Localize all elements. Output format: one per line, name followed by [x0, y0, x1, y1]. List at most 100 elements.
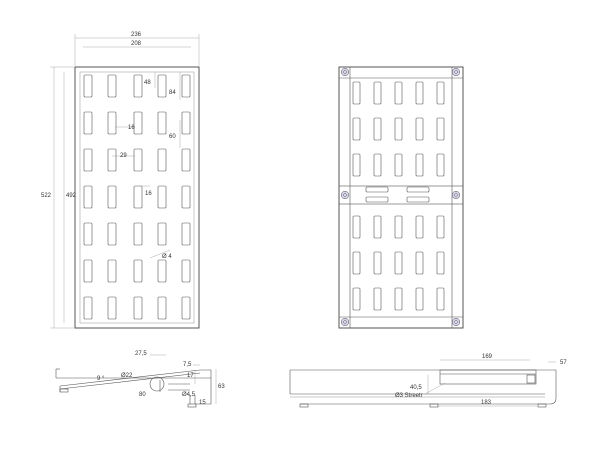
bottom-slot [373, 251, 382, 275]
bottom-slot [394, 251, 403, 275]
front-slot [133, 259, 143, 283]
bottom-slot [415, 251, 424, 275]
label-tube-dia: Ø22 [121, 373, 133, 379]
bottom-slot [436, 117, 445, 141]
bottom-slot [394, 81, 403, 105]
bottom-slot [373, 153, 382, 177]
screw-center [454, 70, 458, 74]
front-slot [107, 148, 117, 172]
label-offset: 57 [560, 360, 567, 366]
label-screw-dia: Ø4,5 [182, 392, 196, 398]
dim-hole-leader [149, 249, 171, 259]
front-slot [107, 222, 117, 246]
bottom-slot [415, 215, 424, 239]
front-slot [157, 148, 167, 172]
label-slot-width: 16 [128, 125, 135, 131]
side-sloped-plate-under [59, 372, 201, 390]
front-slot [133, 74, 143, 98]
front-slot [157, 296, 167, 320]
screw-center [454, 320, 458, 324]
bottom-slot [415, 153, 424, 177]
bottom-slot [352, 215, 361, 239]
bottom-slot [415, 117, 424, 141]
bottom-slot [352, 117, 361, 141]
label-screw: Ø3 Streetr [395, 393, 423, 399]
label-inner-height: 492 [66, 193, 77, 199]
end-foot-left [299, 403, 309, 408]
front-slot [83, 74, 93, 98]
front-slot [157, 74, 167, 98]
bottom-view [338, 66, 464, 329]
bottom-slot [394, 117, 403, 141]
bottom-slot-grid [352, 81, 445, 311]
front-slot [107, 74, 117, 98]
front-slot [133, 148, 143, 172]
front-slot [157, 185, 167, 209]
front-outer-frame [74, 66, 200, 329]
label-offset-small: 7,5 [183, 362, 192, 368]
bottom-screws [340, 67, 461, 327]
front-slot [83, 296, 93, 320]
label-dim-17: 17 [187, 373, 194, 379]
front-inner-frame [79, 71, 195, 324]
bottom-slot [436, 251, 445, 275]
bottom-cross-brace [338, 185, 464, 205]
front-slot [133, 111, 143, 135]
front-slot [157, 259, 167, 283]
screw-center [343, 70, 347, 74]
front-slot [83, 222, 93, 246]
label-slot-pitch-2: 60 [169, 134, 176, 140]
dim-screw-leader [424, 382, 446, 395]
front-slot [107, 185, 117, 209]
bottom-slot [352, 81, 361, 105]
screw-center [343, 320, 347, 324]
front-slot [83, 111, 93, 135]
side-sloped-plate [59, 369, 201, 387]
label-small-15: 15 [199, 400, 206, 406]
front-slot [107, 111, 117, 135]
bottom-slot [394, 215, 403, 239]
end-view: 169 57 40,5 Ø3 Streetr 183 [289, 354, 567, 408]
front-slot [181, 296, 191, 320]
label-hole-dia: Ø 4 [162, 254, 172, 260]
label-top-length: 169 [482, 354, 493, 360]
brace-slot [406, 196, 430, 203]
label-slot-pitch: 84 [169, 90, 176, 96]
side-rear-block [195, 369, 212, 405]
front-slot [107, 296, 117, 320]
bottom-slot [373, 287, 382, 311]
front-view: 236 208 522 492 48 84 60 16 29 16 Ø 4 [41, 32, 200, 329]
bottom-slot [352, 153, 361, 177]
front-slot [133, 222, 143, 246]
bottom-slot [415, 287, 424, 311]
front-slot [181, 259, 191, 283]
end-foot-mid [429, 403, 439, 408]
brace-slot [365, 196, 389, 203]
front-slot [83, 259, 93, 283]
front-slot [133, 296, 143, 320]
label-angle: 9 ° [97, 376, 105, 382]
bottom-slot [394, 287, 403, 311]
bottom-slot [373, 117, 382, 141]
front-slot [133, 185, 143, 209]
label-slot-gap: 29 [120, 153, 127, 159]
end-foot-right [537, 403, 547, 408]
front-slot [157, 111, 167, 135]
bottom-slot [373, 81, 382, 105]
bottom-slot [436, 81, 445, 105]
front-slot [83, 185, 93, 209]
bottom-slot [352, 287, 361, 311]
brace-slot [365, 186, 389, 193]
side-view: 27,5 7,5 17 63 9 ° Ø22 80 Ø4,5 15 [55, 351, 225, 408]
label-overall-height: 522 [41, 193, 52, 199]
front-slot [107, 259, 117, 283]
end-block [526, 374, 536, 384]
front-slot [181, 185, 191, 209]
side-rear-foot [187, 403, 197, 408]
label-dim-40: 40,5 [410, 385, 422, 391]
label-slot-offset: 16 [145, 191, 152, 197]
bottom-slot [415, 81, 424, 105]
front-slot [157, 222, 167, 246]
label-inner-width: 208 [131, 41, 142, 47]
